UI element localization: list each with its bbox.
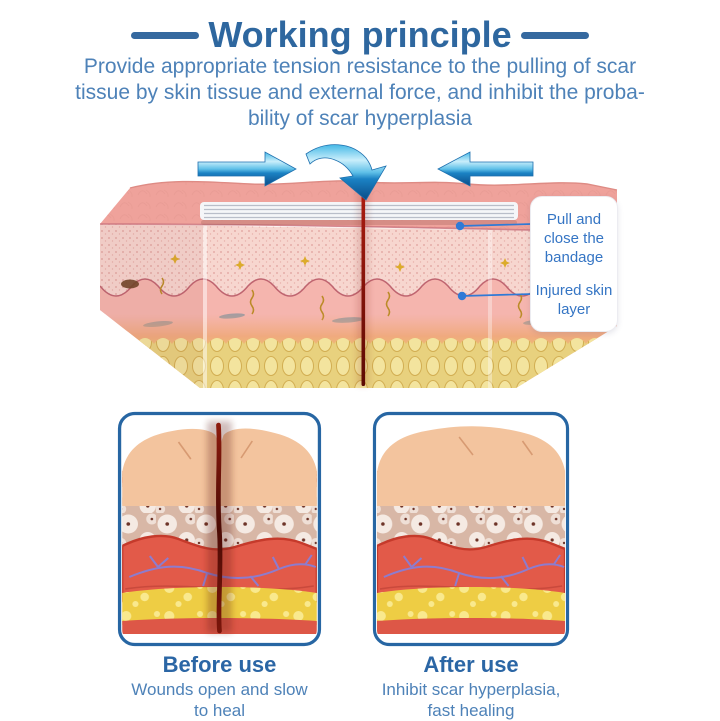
before-use-panel: Before use Wounds open and slow to heal — [117, 411, 322, 721]
callout-leader-lines — [455, 221, 533, 301]
vessel-lines — [383, 554, 565, 587]
main-skin-illustration: Pull and close the bandage Injured skin … — [100, 138, 620, 400]
curved-down-arrow-icon — [305, 144, 387, 201]
vessel-lines — [128, 554, 317, 587]
after-use-caption: Inhibit scar hyperplasia, fast healing — [381, 680, 561, 720]
description: Provide appropriate tension resistance t… — [40, 54, 680, 132]
title-dash-left-icon — [131, 31, 200, 39]
arrow-right-icon — [197, 151, 297, 187]
before-use-title: Before use — [162, 652, 277, 677]
after-use-panel: After use Inhibit scar hyperplasia, fast… — [372, 411, 570, 721]
wound-line — [357, 180, 369, 386]
page-title: Working principle — [208, 14, 512, 55]
skin-crease-lines — [177, 440, 253, 460]
skin-crease-lines — [458, 436, 534, 456]
title-dash-right-icon — [520, 31, 589, 39]
follicle-bulb-icon — [121, 279, 139, 289]
before-use-caption: Wounds open and slow to heal — [131, 680, 308, 720]
wound-crack — [207, 421, 232, 634]
after-skin-graphic — [372, 411, 570, 647]
description-line: tissue by skin tissue and external force… — [75, 81, 645, 104]
callout-box: Pull and close the bandage Injured skin … — [530, 196, 618, 332]
bandage-strip — [200, 202, 518, 225]
description-line: bility of scar hyperplasia — [247, 107, 473, 130]
title-row: Working principle — [0, 12, 720, 58]
callout-injured-label: Injured skin layer — [535, 281, 613, 318]
callout-pull-label: Pull and close the bandage — [543, 210, 605, 266]
before-skin-graphic — [117, 411, 322, 647]
description-line: Provide appropriate tension resistance t… — [83, 55, 637, 78]
after-use-title: After use — [423, 652, 519, 677]
arrow-left-icon — [437, 151, 534, 187]
